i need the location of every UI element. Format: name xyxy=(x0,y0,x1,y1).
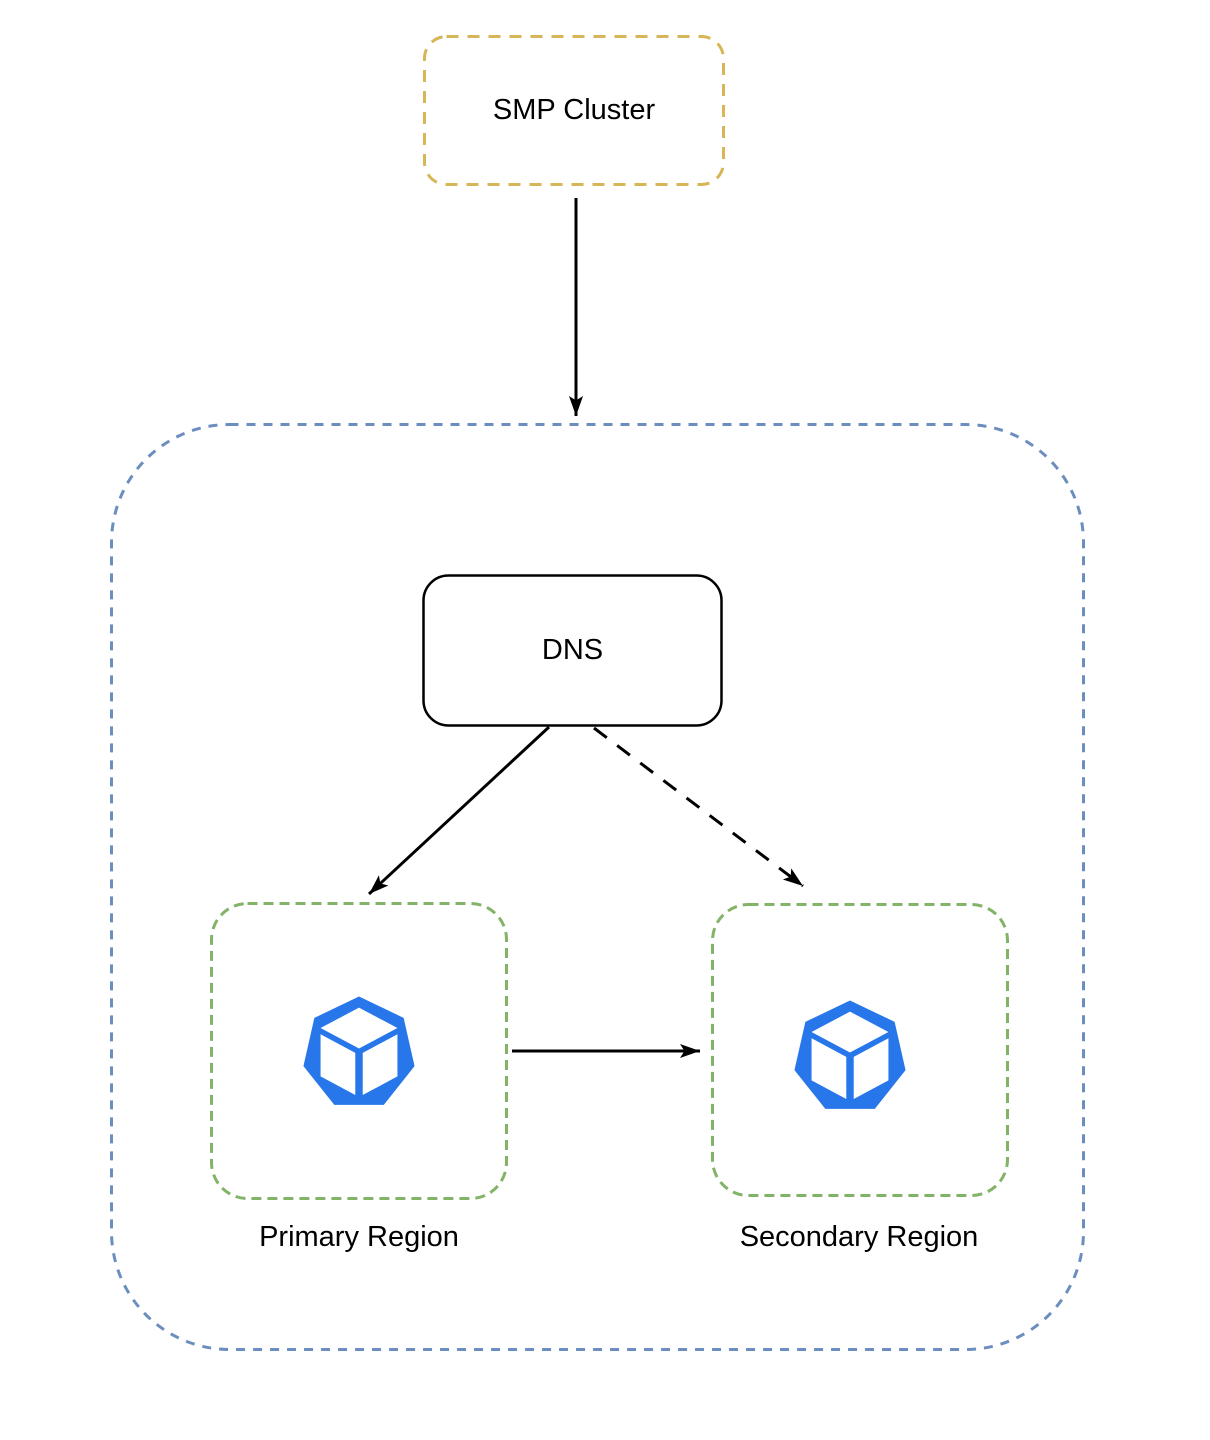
primary-cluster-icon xyxy=(303,996,415,1105)
cube-left-face xyxy=(320,1034,356,1096)
dns-label: DNS xyxy=(541,633,604,666)
cube-right-face xyxy=(362,1034,398,1096)
smp-cluster-label: SMP Cluster xyxy=(492,93,656,126)
primary-region-label: Primary Region xyxy=(259,1220,459,1253)
primary-region-box xyxy=(210,902,508,1200)
secondary-cluster-icon xyxy=(794,1000,906,1109)
cube-right-face xyxy=(853,1038,889,1100)
edge-dns-to-primary xyxy=(367,725,551,896)
secondary-region-label: Secondary Region xyxy=(739,1220,979,1253)
cube-top-face xyxy=(320,1007,398,1049)
cube-top-face xyxy=(811,1011,889,1053)
regions-container-box xyxy=(110,423,1085,1351)
secondary-region-box xyxy=(711,903,1009,1197)
edge-dns-to-secondary xyxy=(593,726,804,888)
cube-left-face xyxy=(811,1038,847,1100)
dns-box xyxy=(422,574,723,727)
smp-cluster-box xyxy=(423,35,725,186)
